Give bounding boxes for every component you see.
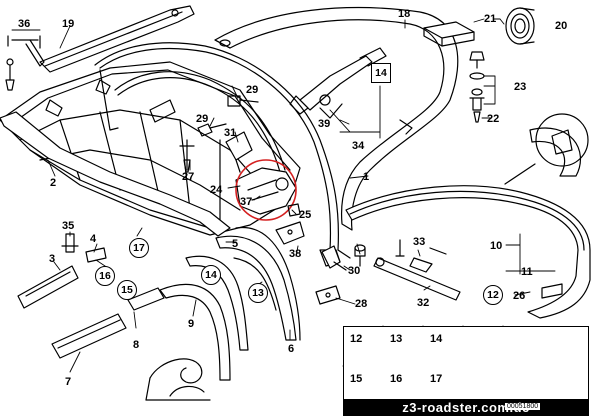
callout-10: 10 <box>490 240 503 252</box>
header-bar-19 <box>39 5 195 73</box>
legend-15: 15 <box>350 373 363 385</box>
pad-21 <box>423 21 475 47</box>
trim-7 <box>51 313 127 359</box>
callout-2: 2 <box>50 177 57 189</box>
callout-11: 11 <box>521 266 533 278</box>
hinge-34 <box>289 47 387 119</box>
callout-28: 28 <box>355 298 368 310</box>
callout-35: 35 <box>62 220 75 232</box>
callout-7: 7 <box>65 376 72 388</box>
highlight-circle <box>235 159 297 221</box>
callout-14-circle: 14 <box>201 265 221 285</box>
watermark: z3-roadster.com.de <box>343 399 589 416</box>
trim-8 <box>127 287 165 311</box>
callout-6: 6 <box>288 343 295 355</box>
bracket-38 <box>275 221 305 245</box>
callout-37: 37 <box>240 196 253 208</box>
callout-22: 22 <box>487 113 500 125</box>
callout-29b: 29 <box>196 113 209 125</box>
roll-20 <box>505 7 535 45</box>
callout-36: 36 <box>18 18 31 30</box>
callout-33: 33 <box>413 236 426 248</box>
legend-13: 13 <box>390 333 403 345</box>
fasteners-23 <box>469 51 485 123</box>
callout-3: 3 <box>49 253 56 265</box>
callout-20: 20 <box>555 20 568 32</box>
sketch-bottom <box>145 358 211 401</box>
callout-12-circle: 12 <box>483 285 503 305</box>
strut-32 <box>373 239 461 301</box>
legend-17: 17 <box>430 373 443 385</box>
legend-12: 12 <box>350 333 363 345</box>
legend-14: 14 <box>430 333 443 345</box>
callout-17-circle: 17 <box>129 238 149 258</box>
callout-13-circle: 13 <box>248 283 268 303</box>
callout-1: 1 <box>363 171 370 183</box>
callout-8: 8 <box>133 339 140 351</box>
callout-14-box: 14 <box>371 63 391 83</box>
callout-30: 30 <box>348 265 361 277</box>
bracket-36 <box>5 35 45 91</box>
strip-35 <box>61 233 79 253</box>
callout-34: 34 <box>352 140 365 152</box>
callout-4: 4 <box>90 233 97 245</box>
screw-29b <box>197 123 227 137</box>
strip-3 <box>17 265 79 309</box>
callout-15-circle: 15 <box>117 280 137 300</box>
bolt-30b <box>354 244 366 267</box>
callout-25: 25 <box>299 209 312 221</box>
trim-9 <box>159 283 231 381</box>
bow-1 <box>94 42 351 267</box>
leaders <box>11 18 556 373</box>
diagram-code: 00051800 <box>505 403 541 410</box>
seal-10 <box>345 113 591 319</box>
trim-13 <box>235 226 301 341</box>
front-rail-2 <box>0 111 231 237</box>
screw-29a <box>227 95 259 107</box>
callout-18: 18 <box>398 8 411 20</box>
callout-39: 39 <box>318 118 331 130</box>
link-30 <box>321 245 347 271</box>
callout-23: 23 <box>514 81 527 93</box>
callout-31: 31 <box>224 127 237 139</box>
callout-38: 38 <box>289 248 302 260</box>
callout-29a: 29 <box>246 84 259 96</box>
callout-32: 32 <box>417 297 430 309</box>
callout-19: 19 <box>62 18 75 30</box>
bracket-28 <box>315 285 341 305</box>
bolt-27 <box>179 139 195 173</box>
trim-5 <box>215 235 297 341</box>
callout-27: 27 <box>182 171 195 183</box>
callout-21: 21 <box>484 13 497 25</box>
strip-4 <box>85 247 107 263</box>
callout-5: 5 <box>232 238 239 250</box>
callout-9: 9 <box>188 318 195 330</box>
legend-16: 16 <box>390 373 403 385</box>
callout-24: 24 <box>210 184 223 196</box>
callout-26: 26 <box>513 290 526 302</box>
callout-16-circle: 16 <box>95 266 115 286</box>
bracket-31 <box>225 131 253 173</box>
clip-25 <box>287 203 301 217</box>
